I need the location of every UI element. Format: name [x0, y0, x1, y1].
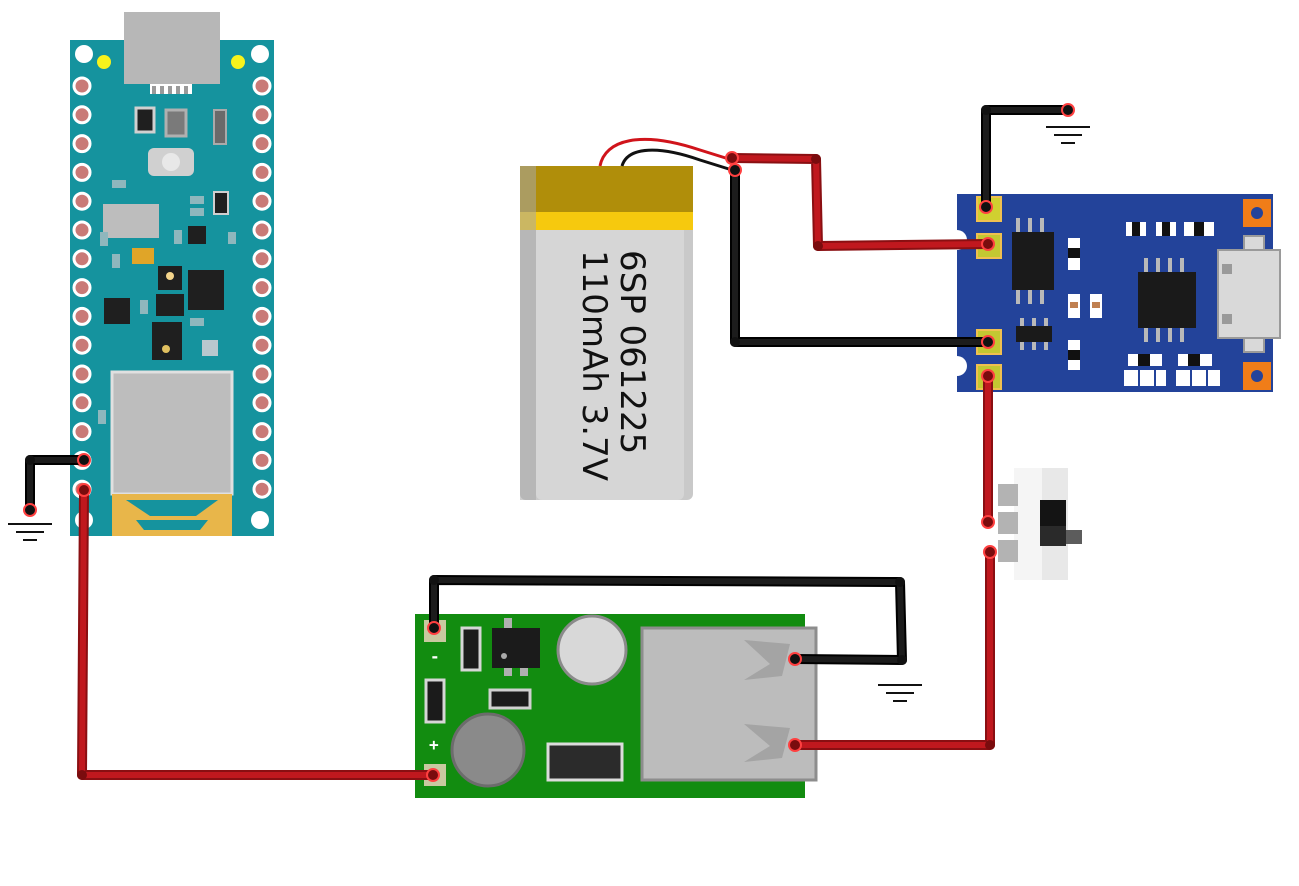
led	[231, 55, 245, 69]
pin-pad	[72, 220, 92, 240]
pin-pad	[252, 76, 272, 96]
ground-symbol	[1046, 126, 1090, 144]
pin-pad	[252, 220, 272, 240]
wire-bend	[730, 337, 740, 347]
lipo-battery: 6SP 061225 110mAh 3.7V	[520, 137, 733, 500]
wifi-module	[110, 370, 234, 496]
wire-endpoint	[981, 335, 995, 349]
wire-bend	[25, 455, 35, 465]
wire-endpoint	[788, 652, 802, 666]
pin-pad	[72, 422, 92, 442]
pin-pad	[252, 306, 272, 326]
black-wire	[983, 107, 1071, 210]
led	[97, 55, 111, 69]
wire-endpoint	[23, 503, 37, 517]
pin-pad	[252, 335, 272, 355]
minus-label: -	[430, 647, 440, 666]
pin-pad	[252, 393, 272, 413]
pin-pad	[252, 249, 272, 269]
wire-endpoint	[981, 515, 995, 529]
micro-usb-connector	[1217, 249, 1281, 339]
pin-pad	[72, 306, 92, 326]
wire-outline	[727, 153, 993, 251]
ground-symbol	[878, 684, 922, 702]
wire-bend	[813, 241, 823, 251]
slide-switch	[998, 468, 1082, 580]
red-wire	[729, 155, 991, 249]
pin-pad	[72, 134, 92, 154]
pin-pad	[72, 393, 92, 413]
pin-pad	[72, 162, 92, 182]
pin-pad	[252, 191, 272, 211]
wire-outline	[730, 165, 993, 347]
wire-bend	[981, 105, 991, 115]
wire-bend	[811, 154, 821, 164]
pin-pad	[72, 335, 92, 355]
wire-endpoint	[426, 768, 440, 782]
pin-pad	[252, 134, 272, 154]
pin-pad	[252, 479, 272, 499]
chip	[188, 270, 224, 310]
pin-pad	[252, 105, 272, 125]
pin-pad	[72, 76, 92, 96]
wire-endpoint	[788, 738, 802, 752]
wire-bend	[985, 740, 995, 750]
wire-bend	[429, 575, 439, 585]
wire-bend	[895, 577, 905, 587]
pin-pad	[252, 422, 272, 442]
pin-pad	[252, 364, 272, 384]
boost-converter: - +	[415, 614, 818, 798]
pin-pad	[252, 278, 272, 298]
pin-pad	[72, 278, 92, 298]
usb-a-port	[640, 626, 818, 782]
ground-symbols	[8, 126, 1090, 702]
chip	[103, 204, 159, 238]
wire-endpoint	[1061, 103, 1075, 117]
wire-endpoint	[983, 545, 997, 559]
pin-pad	[72, 105, 92, 125]
plus-label: +	[429, 735, 439, 754]
wire-endpoint	[427, 621, 441, 635]
wire-endpoint	[979, 200, 993, 214]
pin-pad	[72, 191, 92, 211]
battery-black-lead	[620, 148, 733, 172]
wire-bend	[897, 655, 907, 665]
pin-pad	[72, 249, 92, 269]
pin-pad	[72, 364, 92, 384]
tp4056-charger	[957, 194, 1281, 392]
wire-bend	[77, 770, 87, 780]
arduino-nano-board	[70, 12, 274, 536]
wire-endpoint	[77, 483, 91, 497]
battery-label-line1: 6SP 061225	[612, 250, 652, 454]
wire-endpoint	[77, 453, 91, 467]
wire-endpoint	[981, 369, 995, 383]
black-wire	[732, 167, 991, 345]
battery-label-line2: 110mAh 3.7V	[574, 250, 614, 481]
pin-pad	[252, 450, 272, 470]
wire-endpoint	[981, 237, 995, 251]
usb-connector	[124, 12, 220, 84]
ground-symbol	[8, 523, 52, 541]
battery-red-lead	[598, 137, 733, 167]
wires	[23, 103, 1075, 782]
wire-endpoint	[725, 151, 739, 165]
pin-pad	[252, 162, 272, 182]
wire-endpoint	[728, 163, 742, 177]
wire-outline	[981, 105, 1073, 212]
